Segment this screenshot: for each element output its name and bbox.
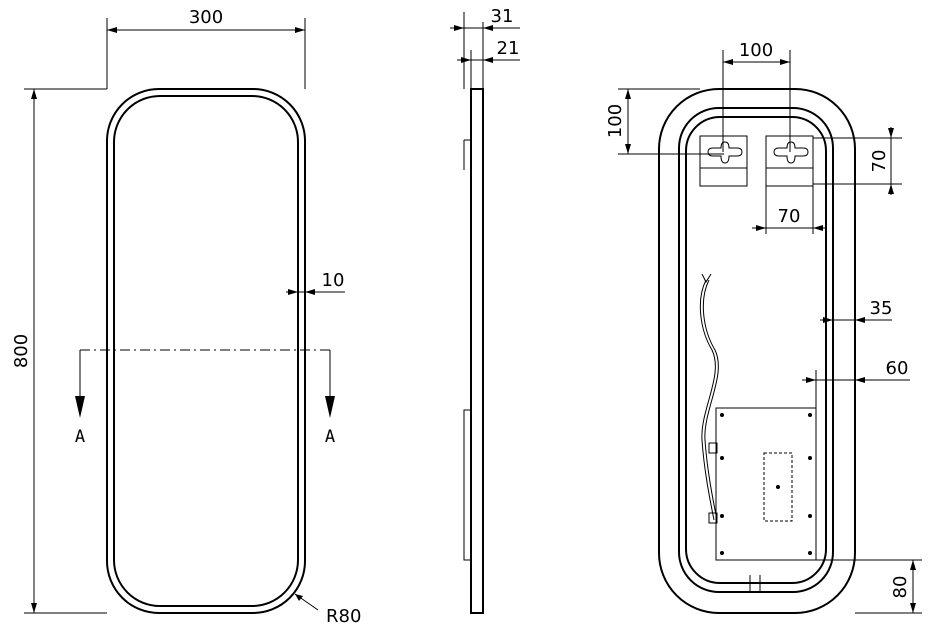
section-arrow-right: [325, 396, 335, 418]
bottom-offset-label: 80: [890, 576, 911, 599]
frame-thickness-dimension: 10: [286, 270, 345, 295]
keyhole-icon-left: [707, 141, 743, 164]
depth-glass-dimension: 21: [457, 38, 520, 89]
width-label: 300: [189, 7, 223, 28]
bracket-top-dimension: 100: [605, 88, 724, 155]
section-arrow-left: [75, 396, 85, 418]
height-label: 800: [11, 334, 32, 368]
back-inner-frame: [678, 107, 834, 593]
bottom-offset-dimension: 80: [816, 559, 922, 614]
driver-box: [708, 407, 817, 561]
mirror-inner-frame: [113, 95, 299, 607]
depth-total-dimension: 31: [450, 6, 520, 89]
bracket-height-label: 70: [869, 150, 890, 173]
bracket-height-dimension: 70: [813, 127, 902, 195]
mirror-outer-frame: [106, 88, 306, 614]
back-led-strip: [685, 116, 827, 584]
section-label-left: A: [75, 427, 85, 447]
bracket-spacing-label: 100: [739, 40, 773, 61]
section-label-right: A: [325, 427, 335, 447]
depth-glass-label: 21: [497, 38, 520, 59]
bracket-width-dimension: 70: [752, 186, 826, 234]
bracket-spacing-dimension: 100: [722, 40, 791, 152]
depth-total-label: 31: [491, 6, 514, 27]
radius-callout: R80: [294, 593, 361, 627]
power-cable: [699, 279, 716, 521]
back-outer-frame: [658, 88, 856, 614]
driver-module: [763, 452, 793, 522]
height-dimension: 800: [11, 88, 107, 614]
bracket-top-label: 100: [605, 104, 626, 138]
bracket-width-label: 70: [778, 206, 801, 227]
side-profile: [470, 88, 484, 614]
side-rear-box: [463, 409, 472, 561]
side-view: 31 21: [450, 6, 520, 614]
inset-35-label: 35: [870, 298, 893, 319]
inset-60-label: 60: [886, 358, 909, 379]
keyhole-icon-right: [773, 141, 809, 164]
front-view: 300 800 10 A A: [11, 7, 361, 627]
back-view: 100 100 70 70: [605, 40, 922, 614]
section-line: A A: [75, 349, 335, 447]
width-dimension: 300: [106, 7, 306, 89]
frame-thickness-label: 10: [322, 270, 345, 291]
inset-35-dimension: 35: [820, 298, 892, 323]
inset-60-dimension: 60: [802, 358, 910, 410]
radius-label: R80: [326, 606, 361, 627]
